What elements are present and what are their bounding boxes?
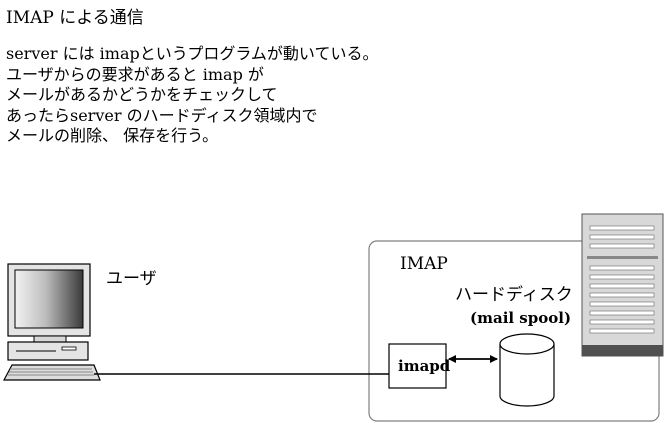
imapd-label: imapd <box>398 357 451 375</box>
user-label: ユーザ <box>106 269 157 289</box>
disk-label: ハードディスク <box>455 284 573 305</box>
description: server には imapというプログラムが動いている。 ユーザからの要求があ… <box>6 44 378 147</box>
description-line: メールがあるかどうかをチェックして <box>6 85 278 104</box>
hard-disk-icon <box>499 333 555 407</box>
description-line: あったらserver のハードディスク領域内で <box>6 105 318 125</box>
server-label: IMAP <box>400 254 448 274</box>
description-line: メールの削除、 保存を行う。 <box>6 126 219 145</box>
disk-sublabel: (mail spool) <box>470 309 571 327</box>
page-title: IMAP による通信 <box>6 8 144 28</box>
computer-icon <box>3 263 101 381</box>
description-line: server には imapというプログラムが動いている。 <box>6 44 379 63</box>
imapd-box <box>388 343 447 389</box>
server-tower-icon <box>581 213 664 357</box>
description-line: ユーザからの要求があると imap が <box>6 64 264 84</box>
